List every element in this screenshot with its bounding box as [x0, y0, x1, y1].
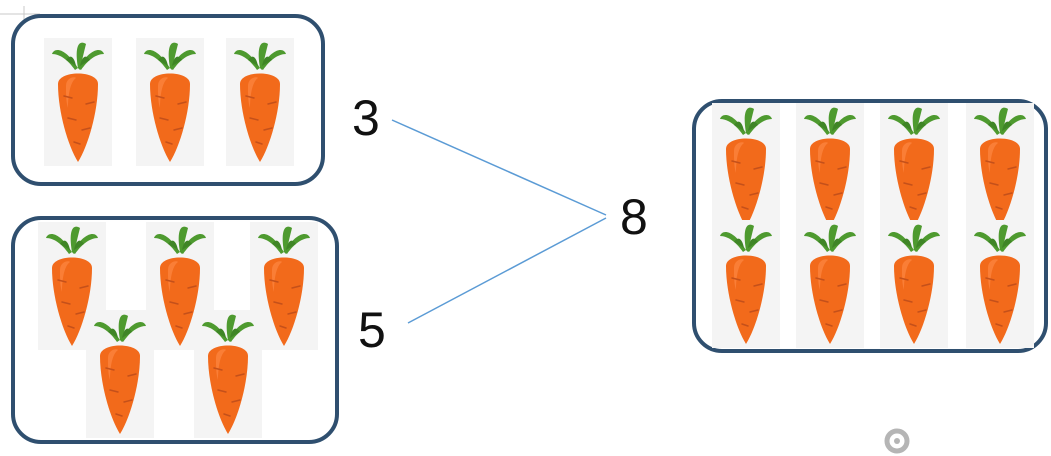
gear-icon	[884, 428, 910, 454]
carrot-icon	[712, 103, 780, 231]
carrot-icon	[86, 310, 154, 438]
connector-lines	[391, 119, 607, 324]
carrot-icon	[966, 103, 1034, 231]
carrot-icon	[880, 103, 948, 231]
carrot-icon	[226, 38, 294, 166]
carrot-icon	[880, 220, 948, 348]
carrot-icon	[796, 220, 864, 348]
connector-line-top	[391, 119, 607, 216]
carrot-icon	[250, 222, 318, 350]
carrot-icon	[966, 220, 1034, 348]
carrot-icon	[44, 38, 112, 166]
carrot-icon	[796, 103, 864, 231]
carrot-icon	[38, 222, 106, 350]
part-number-bottom: 5	[358, 302, 386, 358]
carrot-icon	[712, 220, 780, 348]
part-number-top: 3	[352, 90, 380, 146]
carrot-icon	[136, 38, 204, 166]
whole-number: 8	[620, 189, 648, 245]
carrot-icon	[194, 310, 262, 438]
connector-line-bottom	[407, 217, 607, 324]
